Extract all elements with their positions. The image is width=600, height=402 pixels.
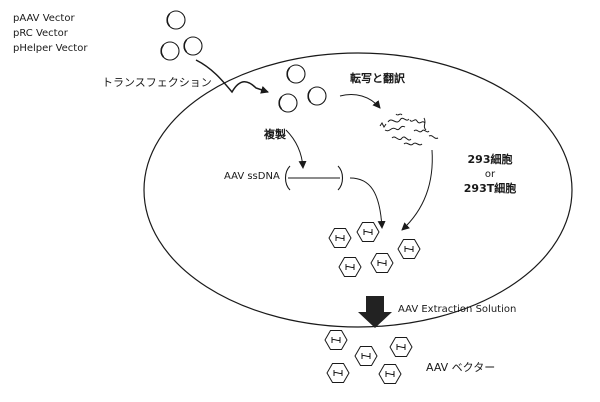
protein-squiggles-icon: [379, 113, 439, 146]
protein-to-capsid-arrow: [401, 149, 433, 231]
vector-label: pHelper Vector: [13, 43, 88, 54]
ssdna-icon: [284, 165, 344, 191]
vector-label: pAAV Vector: [13, 13, 75, 24]
transcription-arrow: [339, 94, 381, 109]
cell-line-or-label: or: [484, 169, 496, 180]
plasmid-icon: [166, 10, 186, 30]
aav-vector-label: AAV ベクター: [426, 361, 496, 374]
capsid-icon: [397, 239, 421, 259]
plasmid-icon: [278, 93, 298, 113]
capsid-icon: [338, 257, 362, 277]
capsid-icon: [356, 222, 380, 242]
capsid-icon: [354, 346, 378, 366]
transcription-translation-label: 転写と翻訳: [350, 72, 405, 85]
transfection-arrow: [195, 59, 269, 94]
vector-label: pRC Vector: [13, 28, 68, 39]
transfection-label: トランスフェクション: [102, 76, 212, 89]
replication-label: 複製: [264, 128, 286, 141]
replication-arrow: [285, 129, 307, 169]
aav-ssdna-label: AAV ssDNA: [224, 171, 280, 182]
plasmid-icon: [307, 86, 327, 106]
capsid-icon: [378, 364, 402, 384]
cell-line-label: 293T細胞: [463, 182, 517, 195]
extraction-label: AAV Extraction Solution: [398, 304, 517, 315]
capsid-icon: [328, 228, 352, 248]
capsid-icon: [324, 330, 348, 350]
capsid-icon: [326, 363, 350, 383]
cell-outline: [143, 52, 573, 328]
ssdna-to-capsid-arrow: [349, 177, 386, 229]
capsid-icon: [389, 337, 413, 357]
plasmid-icon: [286, 64, 306, 84]
plasmid-icon: [183, 36, 203, 56]
cell-line-label: 293細胞: [467, 153, 513, 166]
plasmid-icon: [160, 41, 180, 61]
extraction-arrow: [358, 296, 392, 328]
capsid-icon: [370, 253, 394, 273]
